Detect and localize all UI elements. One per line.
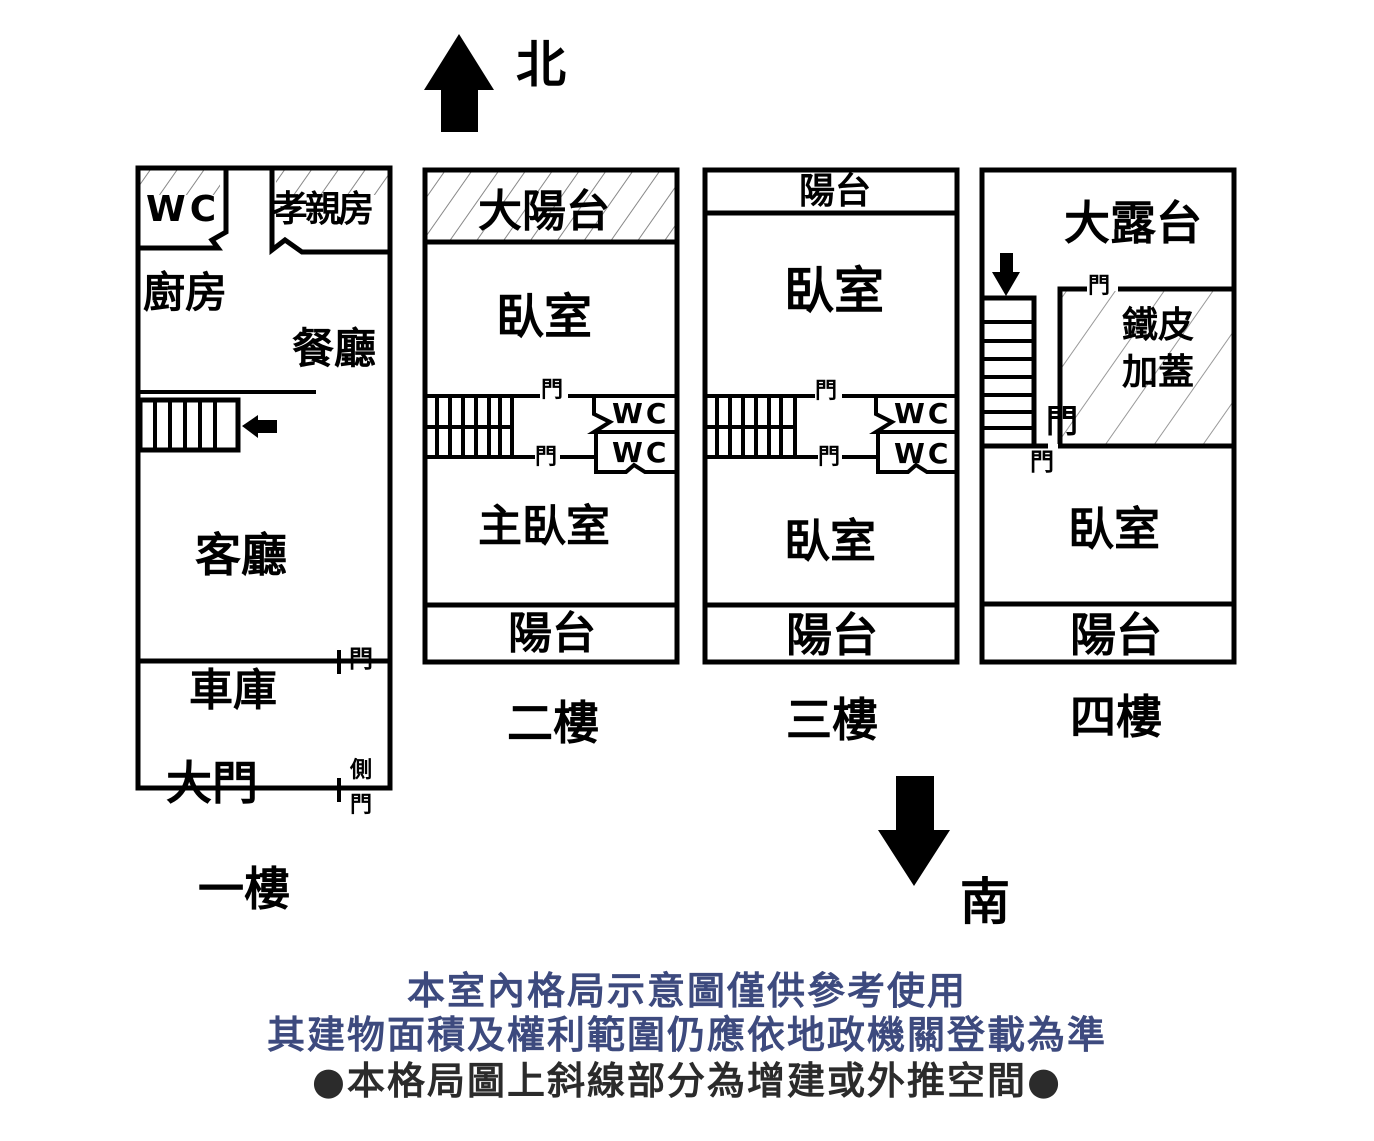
floor-3-title: 三樓: [786, 693, 878, 747]
floor-3-walls: [702, 167, 960, 665]
room-bedroom-bottom: 臥室: [784, 514, 876, 568]
room-wc: WC: [146, 189, 221, 230]
floor-4-walls: [979, 167, 1237, 665]
door-label-bottom: 門: [818, 445, 841, 470]
room-dining: 餐廳: [292, 324, 377, 373]
room-bedroom: 臥室: [496, 289, 593, 345]
room-big-balcony: 大陽台: [478, 186, 610, 237]
door-label-top: 門: [1088, 274, 1111, 299]
hatch-extension-filial-room: [276, 170, 388, 195]
notice-line-1: 本室內格局示意圖僅供參考使用: [406, 969, 967, 1013]
notice-line-3: ●本格局圖上斜線部分為增建或外推空間●: [311, 1059, 1063, 1103]
notice-line-2: 其建物面積及權利範圍仍應依地政機關登載為準: [266, 1013, 1107, 1057]
door-label-top: 門: [815, 379, 838, 404]
room-wc-top: WC: [894, 397, 952, 430]
side-door-label-top: 側: [350, 758, 373, 783]
door-label-top: 門: [541, 378, 564, 403]
room-kitchen: 廚房: [143, 268, 228, 317]
room-balcony-top: 陽台: [799, 171, 872, 212]
floor-2-title: 二樓: [507, 696, 599, 750]
main-door-label: 大門: [166, 756, 258, 810]
floor-1-walls: [135, 165, 393, 802]
floor-2-walls: [422, 167, 680, 665]
room-garage: 車庫: [189, 665, 277, 716]
floor-1-title: 一樓: [198, 862, 290, 916]
door-label-bottom: 門: [535, 445, 558, 470]
door-label-left: 門: [1046, 402, 1079, 440]
room-wc-bottom: WC: [894, 437, 952, 470]
room-balcony: 陽台: [786, 608, 878, 662]
south-label: 南: [960, 873, 1010, 931]
garage-door-label: 門: [349, 645, 373, 673]
hatch-extension-wc: [140, 170, 220, 195]
arrow-left-icon: [242, 415, 277, 438]
room-balcony: 陽台: [1070, 608, 1162, 662]
door-label-bottom: 門: [1030, 448, 1054, 476]
room-master-bedroom: 主臥室: [478, 501, 610, 552]
north-label: 北: [516, 36, 566, 94]
hatch-extension-big-balcony: [427, 172, 675, 240]
arrow-down-icon: [992, 253, 1020, 296]
room-living: 客廳: [195, 528, 287, 582]
room-iron-roof-line1: 鐵皮: [1122, 305, 1195, 346]
north-arrow-icon: [424, 34, 494, 132]
room-balcony: 陽台: [508, 608, 596, 659]
room-bedroom: 臥室: [1068, 502, 1160, 556]
room-filial-room: 孝親房: [272, 189, 374, 230]
room-iron-roof-line2: 加蓋: [1122, 352, 1195, 393]
room-big-terrace: 大露台: [1064, 196, 1202, 250]
room-wc-top: WC: [612, 397, 670, 430]
room-bedroom-top: 臥室: [784, 262, 884, 320]
floor-4-title: 四樓: [1070, 690, 1162, 744]
room-wc-bottom: WC: [612, 436, 670, 469]
hatch-extension-iron-roof: [1060, 291, 1232, 444]
south-arrow-icon: [878, 776, 950, 886]
side-door-label-bottom: 門: [350, 793, 373, 818]
